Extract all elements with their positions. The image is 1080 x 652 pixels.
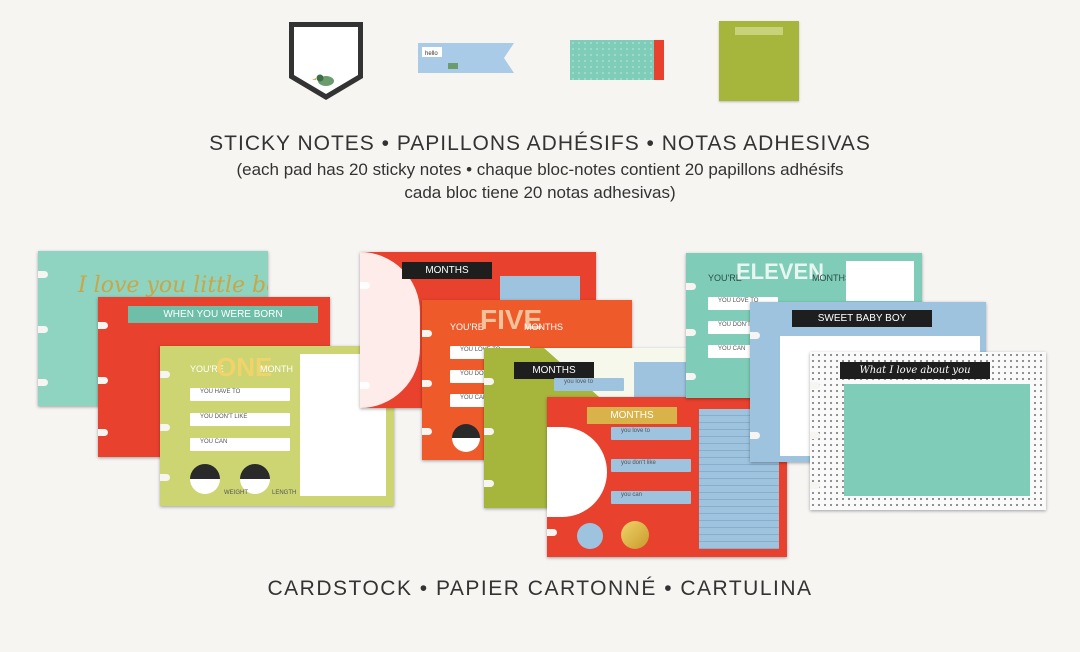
square-pad-label-strip <box>735 27 783 35</box>
punch-hole <box>810 482 820 489</box>
card-big-number: ELEVEN <box>736 259 825 284</box>
punch-hole <box>547 529 557 536</box>
card-suffix: MONTHS <box>812 273 851 283</box>
flag-sticky-pad: hello <box>418 43 514 73</box>
punch-hole <box>484 378 494 385</box>
punch-hole <box>160 474 170 481</box>
punch-hole <box>422 380 432 387</box>
weight-label: WEIGHT <box>224 490 248 496</box>
duck-icon <box>312 74 334 86</box>
punch-hole <box>38 379 48 386</box>
circle-badge <box>577 523 603 549</box>
square-sticky-pad <box>719 21 799 101</box>
length-circle <box>240 464 270 494</box>
card-field: you love to <box>554 378 624 391</box>
card-what-i-love: What I love about you <box>810 352 1046 510</box>
punch-hole <box>98 429 108 436</box>
card-suffix: MONTH <box>260 364 293 374</box>
punch-hole <box>160 371 170 378</box>
punch-hole <box>98 377 108 384</box>
length-label: LENGTH <box>272 490 297 496</box>
punch-hole <box>750 432 760 439</box>
sticky-notes-heading: STICKY NOTES • PAPILLONS ADHÉSIFS • NOTA… <box>209 132 871 155</box>
punch-hole <box>98 322 108 329</box>
card-banner: What I love about you <box>840 362 990 379</box>
card-banner: MONTHS <box>587 407 677 424</box>
card-prefix: YOU'RE <box>450 322 484 332</box>
punch-hole <box>484 428 494 435</box>
punch-hole <box>686 329 696 336</box>
mint-writing-area <box>844 384 1030 496</box>
punch-hole <box>750 332 760 339</box>
script-text: I love you little boy <box>78 273 268 298</box>
card-field: you don't like <box>611 459 691 472</box>
card-suffix: MONTHS <box>524 322 563 332</box>
photo-box <box>846 261 914 301</box>
sticky-notes-note-line1: (each pad has 20 sticky notes • chaque b… <box>236 160 844 179</box>
weight-circle <box>190 464 220 494</box>
sticky-notes-note-line2: cada bloc tiene 20 notas adhesivas) <box>404 183 676 202</box>
punch-hole <box>38 271 48 278</box>
tab-red-edge <box>654 40 664 80</box>
punch-hole <box>484 480 494 487</box>
card-red-months-lined: MONTHS you love to you don't like you ca… <box>547 397 787 557</box>
card-prefix: YOU'RE <box>708 273 742 283</box>
card-field: you can <box>611 491 691 504</box>
punch-hole <box>686 283 696 290</box>
flag-label: hello <box>425 51 438 57</box>
card-field: you love to <box>611 427 691 440</box>
card-field: YOU DON'T LIKE <box>190 413 290 426</box>
card-big-number: FIVE <box>480 304 543 335</box>
punch-hole <box>810 432 820 439</box>
punch-hole <box>38 326 48 333</box>
circle-badge <box>452 424 480 452</box>
punch-hole <box>422 330 432 337</box>
cardstock-heading: CARDSTOCK • PAPIER CARTONNÉ • CARTULINA <box>267 577 813 600</box>
card-banner: WHEN YOU WERE BORN <box>128 306 318 323</box>
punch-hole <box>810 382 820 389</box>
card-one-month: YOU'RE ONE MONTH YOU HAVE TO YOU DON'T L… <box>160 346 394 506</box>
punch-hole <box>160 424 170 431</box>
tab-sticky-pad <box>570 40 664 80</box>
card-banner: SWEET BABY BOY <box>792 310 932 327</box>
card-field: YOU HAVE TO <box>190 388 290 401</box>
punch-hole <box>686 373 696 380</box>
card-banner: MONTHS <box>514 362 594 379</box>
shield-sticky-pad <box>289 22 363 100</box>
big-number-shape <box>547 427 607 517</box>
card-prefix: YOU'RE <box>190 364 224 374</box>
card-field: YOU CAN <box>190 438 290 451</box>
gold-circle <box>621 521 649 549</box>
punch-hole <box>422 428 432 435</box>
card-big-number: ONE <box>216 352 273 382</box>
card-banner: MONTHS <box>402 262 492 279</box>
